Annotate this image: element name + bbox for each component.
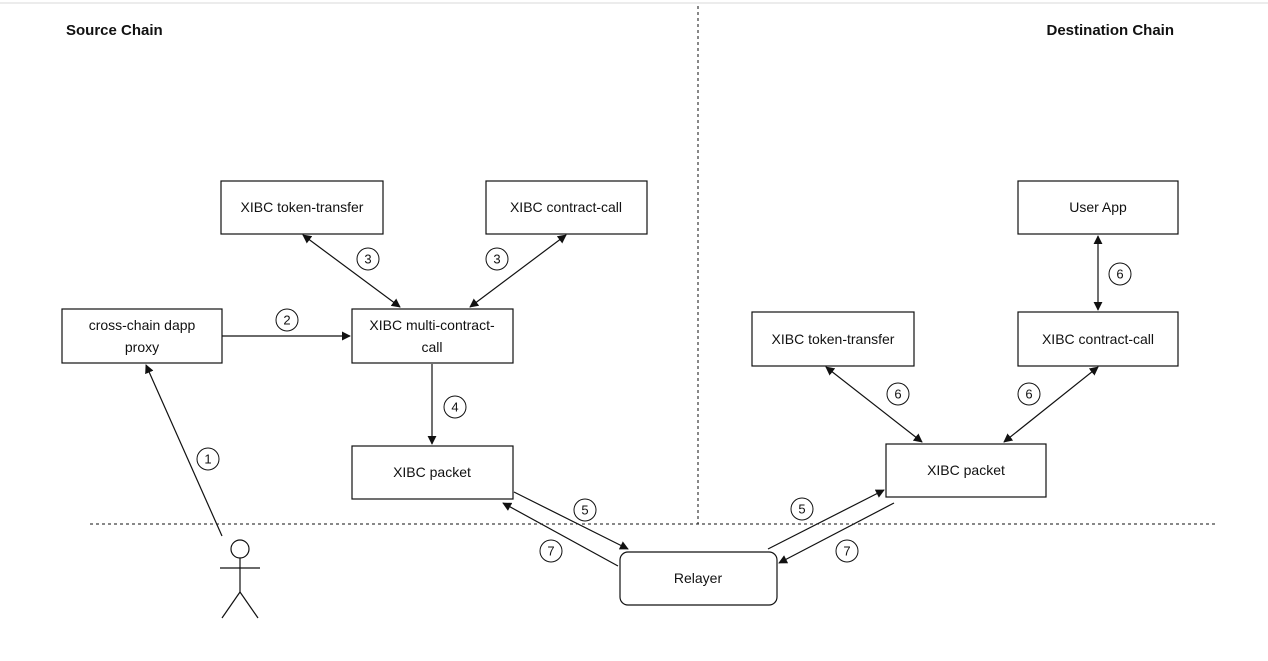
src-contract-call-label: XIBC contract-call	[510, 199, 622, 215]
step-badge-4: 4	[443, 395, 467, 419]
step-badge-6b-text: 6	[1025, 387, 1032, 402]
arrow-dst-packet-contract-call	[1003, 366, 1099, 443]
arrow-multicall-token-transfer	[302, 234, 401, 308]
destination-chain-title: Destination Chain	[1046, 22, 1174, 39]
step-badge-7a-text: 7	[547, 544, 554, 559]
multi-contract-call-box[interactable]: XIBC multi-contract- call	[351, 308, 514, 364]
dst-token-transfer-box[interactable]: XIBC token-transfer	[751, 311, 915, 367]
step-badge-6c-text: 6	[1116, 267, 1123, 282]
step-badge-5a: 5	[573, 498, 597, 522]
arrow-dst-packet-token-transfer	[825, 366, 923, 443]
step-badge-7b-text: 7	[843, 544, 850, 559]
arrow-dst-packet-to-relayer	[778, 502, 895, 564]
arrow-multicall-contract-call	[469, 234, 567, 308]
src-token-transfer-box[interactable]: XIBC token-transfer	[220, 180, 384, 235]
step-badge-2: 2	[275, 308, 299, 332]
src-token-transfer-label: XIBC token-transfer	[241, 199, 364, 215]
src-packet-label: XIBC packet	[393, 464, 471, 480]
step-badge-5a-text: 5	[581, 503, 588, 518]
step-badge-6c: 6	[1108, 262, 1132, 286]
step-badge-3b: 3	[485, 247, 509, 271]
relayer-label: Relayer	[674, 570, 723, 586]
arrow-user-to-proxy	[145, 364, 223, 537]
step-badge-3a: 3	[356, 247, 380, 271]
user-actor-icon	[220, 539, 260, 619]
dst-contract-call-box[interactable]: XIBC contract-call	[1017, 311, 1179, 367]
src-packet-box[interactable]: XIBC packet	[351, 445, 514, 500]
dapp-proxy-label-line2: proxy	[125, 339, 159, 355]
step-badge-4-text: 4	[451, 400, 458, 415]
step-badge-6a-text: 6	[894, 387, 901, 402]
dst-packet-box[interactable]: XIBC packet	[885, 443, 1047, 498]
arrow-src-packet-to-relayer	[513, 491, 629, 550]
arrow-relayer-to-dst-packet	[767, 489, 885, 550]
step-badge-1-text: 1	[204, 452, 211, 467]
step-badge-1: 1	[196, 447, 220, 471]
step-badge-3b-text: 3	[493, 252, 500, 267]
step-badge-7a: 7	[539, 539, 563, 563]
step-badge-3a-text: 3	[364, 252, 371, 267]
src-contract-call-box[interactable]: XIBC contract-call	[485, 180, 648, 235]
arrow-relayer-to-src-packet	[502, 502, 619, 567]
dapp-proxy-label-line1: cross-chain dapp	[89, 317, 196, 333]
dapp-proxy-box[interactable]: cross-chain dapp proxy	[61, 308, 223, 364]
step-badge-6a: 6	[886, 382, 910, 406]
step-badge-5b-text: 5	[798, 502, 805, 517]
source-chain-title: Source Chain	[66, 22, 163, 39]
multi-contract-call-label-line1: XIBC multi-contract-	[369, 317, 495, 333]
user-app-label: User App	[1069, 199, 1127, 215]
step-badge-2-text: 2	[283, 313, 290, 328]
step-badge-7b: 7	[835, 539, 859, 563]
relayer-box[interactable]: Relayer	[619, 551, 778, 606]
user-app-box[interactable]: User App	[1017, 180, 1179, 235]
dst-packet-label: XIBC packet	[927, 462, 1005, 478]
step-badge-6b: 6	[1017, 382, 1041, 406]
dst-token-transfer-label: XIBC token-transfer	[772, 331, 895, 347]
dst-contract-call-label: XIBC contract-call	[1042, 331, 1154, 347]
step-badge-5b: 5	[790, 497, 814, 521]
multi-contract-call-label-line2: call	[421, 339, 442, 355]
